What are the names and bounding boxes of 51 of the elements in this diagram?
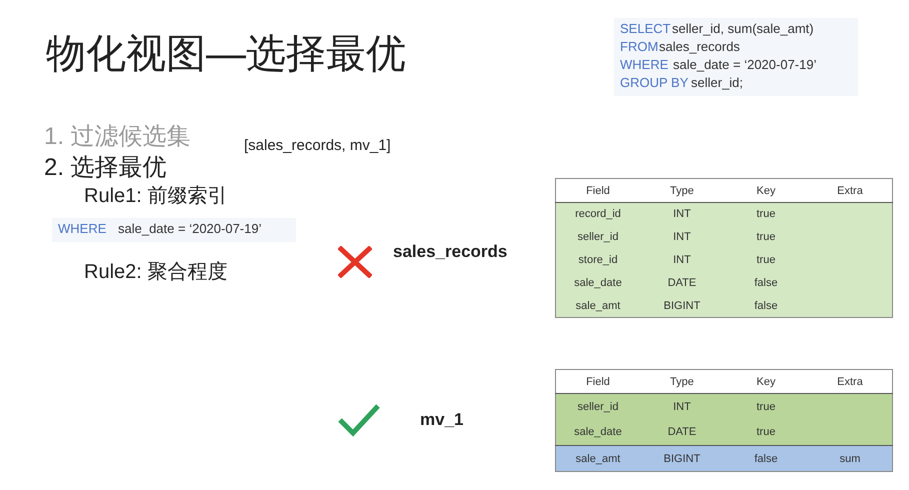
table-cell: INT (640, 394, 724, 420)
table-cell: DATE (640, 420, 724, 446)
table-cell: DATE (640, 272, 724, 294)
table-cell: true (724, 420, 808, 446)
table-cell: seller_id (556, 226, 640, 248)
list-item: 2. 选择最优 (44, 153, 167, 183)
column-header: Extra (808, 370, 892, 394)
table-cell: INT (640, 248, 724, 272)
table-cell: false (724, 272, 808, 294)
column-header: Field (556, 178, 640, 202)
table-cell: seller_id (556, 394, 640, 420)
list-item: 1. 过滤候选集 (44, 122, 191, 152)
table-cell: BIGINT (640, 446, 724, 472)
sql-keyword: GROUP BY (620, 75, 688, 90)
column-header: Type (640, 370, 724, 394)
table-cell: store_id (556, 248, 640, 272)
table-cell: sum (808, 446, 892, 472)
table-cell: sale_date (556, 420, 640, 446)
rule-text: Rule2: 聚合程度 (84, 260, 228, 285)
rule-text: Rule1: 前缀索引 (84, 184, 228, 209)
column-header: Key (724, 178, 808, 202)
table-cell: sale_amt (556, 294, 640, 318)
table-name: mv_1 (420, 410, 464, 430)
code-text: seller_id, sum(sale_amt) (672, 21, 814, 36)
table-name: sales_records (393, 242, 508, 262)
sql-keyword: WHERE (58, 221, 106, 236)
column-header: Field (556, 370, 640, 394)
sql-keyword: FROM (620, 39, 658, 54)
table-cell: false (724, 446, 808, 472)
table-cell: sale_amt (556, 446, 640, 472)
table-cell: true (724, 394, 808, 420)
sql-keyword: SELECT (620, 21, 671, 36)
code-text: sale_date = ‘2020-07-19’ (673, 57, 816, 72)
slide-title: 物化视图—选择最优 (46, 31, 406, 78)
column-header: Type (640, 178, 724, 202)
column-header: Key (724, 370, 808, 394)
table-cell: true (724, 202, 808, 226)
table-cell: record_id (556, 202, 640, 226)
column-header: Extra (808, 178, 892, 202)
candidate-list: [sales_records, mv_1] (244, 137, 391, 154)
table-cell: false (724, 294, 808, 318)
table-cell: true (724, 248, 808, 272)
sql-keyword: WHERE (620, 57, 668, 72)
table-cell: INT (640, 226, 724, 248)
code-text: sales_records (659, 39, 740, 54)
code-text: sale_date = ‘2020-07-19’ (118, 221, 262, 236)
table-cell: BIGINT (640, 294, 724, 318)
table-cell: INT (640, 202, 724, 226)
code-text: seller_id; (691, 75, 744, 90)
table-cell: sale_date (556, 272, 640, 294)
table-cell: true (724, 226, 808, 248)
